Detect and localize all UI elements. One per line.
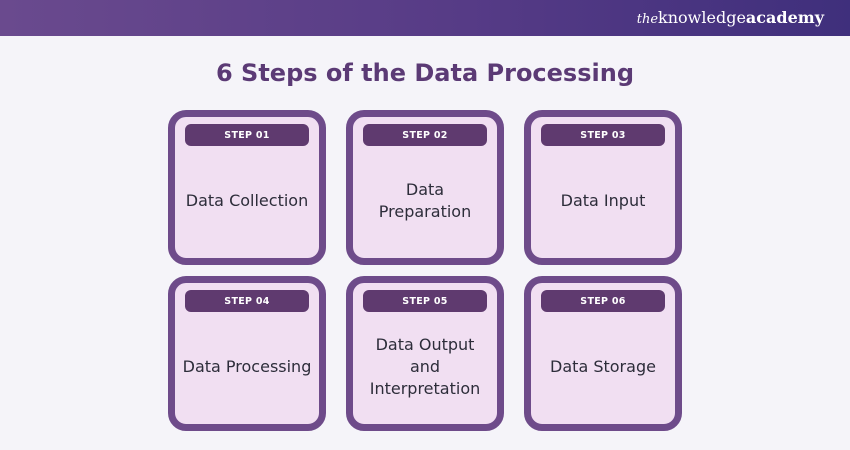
step-badge: STEP 03 (541, 124, 665, 146)
page-title: 6 Steps of the Data Processing (215, 59, 634, 87)
step-label: Data Input (560, 190, 646, 210)
step-card-6: STEP 06 Data Storage (524, 276, 682, 431)
step-badge: STEP 04 (185, 290, 309, 312)
brand-logo: theknowledgeacademy (637, 6, 824, 32)
step-label: Data Collection (185, 190, 309, 210)
step-card-2: STEP 02 Data Preparation (346, 110, 504, 265)
brand-knowledge: knowledge (658, 8, 746, 27)
step-badge: STEP 05 (363, 290, 487, 312)
brand-academy: academy (745, 8, 824, 27)
step-card-3: STEP 03 Data Input (524, 110, 682, 265)
step-badge: STEP 02 (363, 124, 487, 146)
step-badge: STEP 06 (541, 290, 665, 312)
step-label: Data Storage (550, 356, 656, 376)
brand-the: the (636, 12, 659, 27)
step-label: Data Preparation (378, 179, 472, 221)
step-card-4: STEP 04 Data Processing (168, 276, 326, 431)
step-card-5: STEP 05 Data Output and Interpretation (346, 276, 504, 431)
step-badge: STEP 01 (185, 124, 309, 146)
step-label: Data Processing (182, 356, 312, 376)
header-bar: theknowledgeacademy (0, 0, 850, 36)
step-label: Data Output and Interpretation (369, 334, 481, 398)
step-card-1: STEP 01 Data Collection (168, 110, 326, 265)
